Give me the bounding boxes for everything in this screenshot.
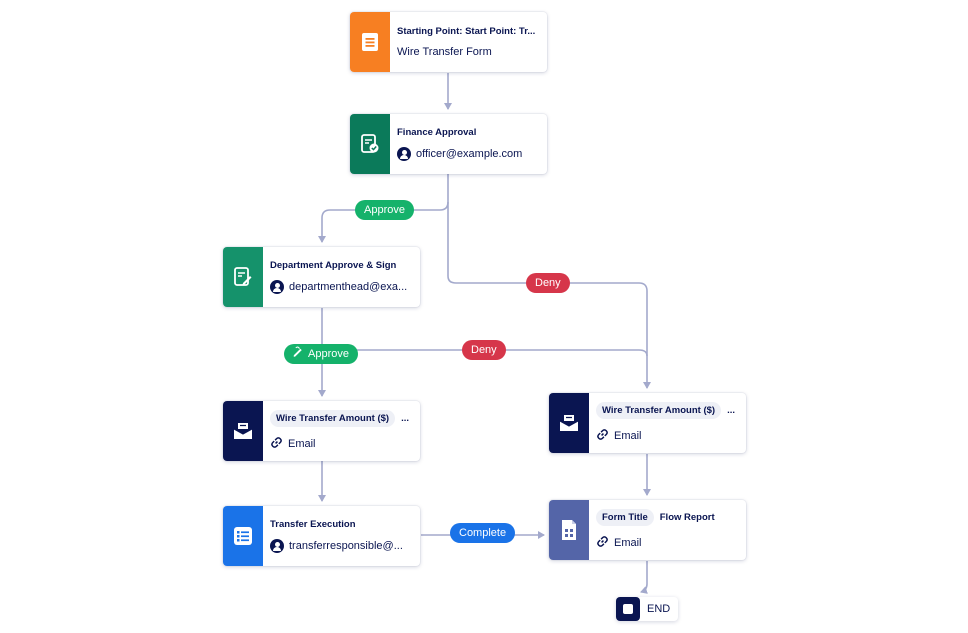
action-label: Email [614, 537, 642, 549]
field-tag: Form Title [596, 509, 654, 526]
user-icon [270, 280, 284, 294]
field-tag: Wire Transfer Amount ($) [270, 410, 396, 427]
list-icon [223, 506, 263, 566]
report-title: Flow Report [659, 512, 715, 523]
link-icon [596, 428, 609, 444]
node-transfer-execution[interactable]: Transfer Execution transferresponsible@.… [223, 506, 420, 566]
report-icon [549, 500, 589, 560]
envelope-icon [223, 401, 263, 461]
node-title: Finance Approval [397, 127, 477, 138]
link-icon [596, 535, 609, 551]
signature-icon [293, 344, 304, 364]
approve-badge-department[interactable]: Approve [284, 344, 358, 364]
node-title: Starting Point: Start Point: Tr... [397, 26, 536, 37]
complete-badge[interactable]: Complete [450, 523, 516, 543]
action-label: Email [614, 430, 642, 442]
user-icon [270, 539, 284, 553]
end-label: END [647, 603, 671, 615]
node-title: Department Approve & Sign [270, 260, 397, 271]
more-indicator: ... [401, 413, 409, 424]
link-icon [270, 436, 283, 452]
approve-badge-finance[interactable]: Approve [355, 200, 414, 220]
field-tag: Wire Transfer Amount ($) [596, 402, 722, 419]
form-icon [350, 12, 390, 72]
user-icon [397, 147, 411, 161]
node-start[interactable]: Starting Point: Start Point: Tr... Wire … [350, 12, 547, 72]
assignee-email: officer@example.com [416, 148, 523, 160]
stop-icon [616, 597, 640, 621]
deny-badge-finance[interactable]: Deny [526, 273, 570, 293]
node-department-approve-sign[interactable]: Department Approve & Sign departmenthead… [223, 247, 420, 307]
end-node[interactable]: END [616, 597, 679, 621]
assignee-email: departmenthead@exa... [289, 281, 408, 293]
edge-report-end [640, 561, 648, 594]
more-indicator: ... [727, 405, 735, 416]
node-finance-approval[interactable]: Finance Approval officer@example.com [350, 114, 547, 174]
assignee-email: transferresponsible@... [289, 540, 403, 552]
action-label: Email [288, 438, 316, 450]
approval-icon [350, 114, 390, 174]
deny-badge-department[interactable]: Deny [462, 340, 506, 360]
node-flow-report[interactable]: Form Title Flow Report Email [549, 500, 746, 560]
sign-icon [223, 247, 263, 307]
edge-finance-email-right [447, 202, 651, 389]
node-email-left[interactable]: Wire Transfer Amount ($) ... Email [223, 401, 420, 461]
node-email-right[interactable]: Wire Transfer Amount ($) ... Email [549, 393, 746, 453]
node-subtitle: Wire Transfer Form [397, 46, 492, 58]
node-title: Transfer Execution [270, 519, 356, 530]
envelope-icon [549, 393, 589, 453]
